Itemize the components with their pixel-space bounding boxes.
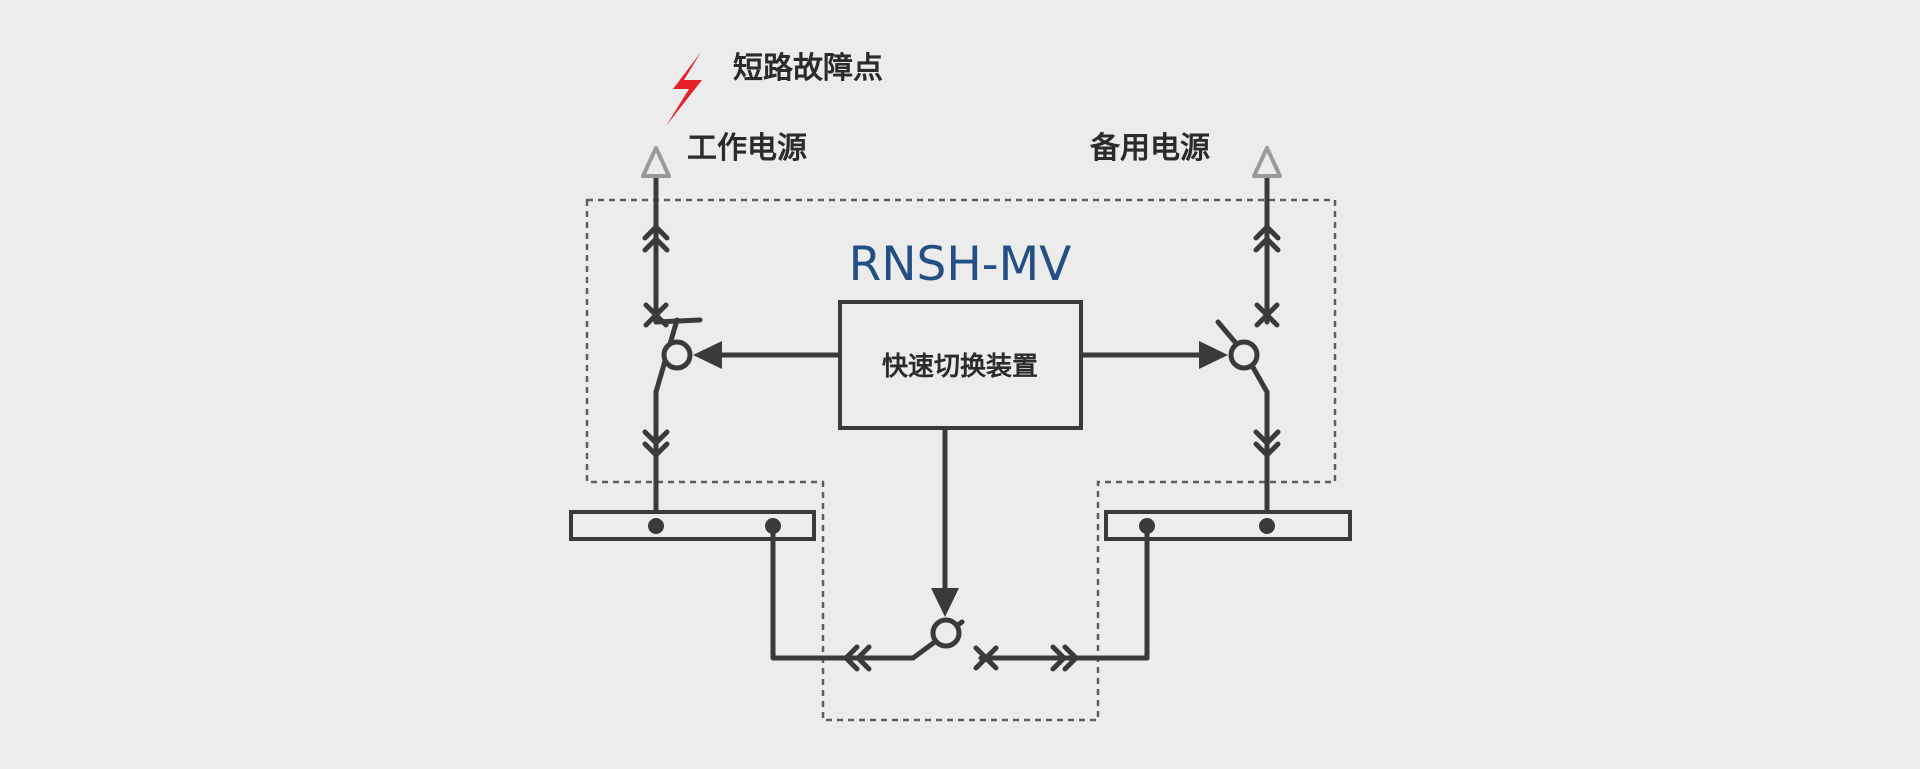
bus-tie-left-line (770, 523, 916, 661)
main-source-label: 工作电源 (687, 131, 807, 166)
right-withdrawable-contact-3 (1253, 429, 1281, 446)
control-lines (718, 352, 1203, 588)
right-breaker-icon (1228, 339, 1260, 371)
bus-tie-contact-4 (1062, 644, 1079, 672)
left-disconnector-x-b (643, 302, 669, 328)
bus-tie-breaker-icon (930, 617, 962, 649)
left-withdrawable-contact-4 (642, 441, 670, 458)
right-withdrawable-contact-1 (1253, 224, 1281, 241)
left-breaker-icon (661, 339, 693, 371)
left-withdrawable-contact-2 (642, 236, 670, 253)
backup-source-label: 备用电源 (1090, 131, 1210, 166)
bus-tie-contact-1 (843, 644, 860, 672)
controller-label: 快速切换装置 (882, 352, 1038, 382)
right-disconnector-x-b (1254, 302, 1280, 328)
system-name: RNSH-MV (849, 237, 1072, 292)
left-withdrawable-contact-1 (642, 224, 670, 241)
arrow-to-bus-tie-icon (931, 588, 959, 617)
bus-tie-contact-3 (1050, 644, 1067, 672)
bus-tie-disconnector-x-b (973, 645, 999, 671)
right-busbar-node-2 (1259, 518, 1275, 534)
left-busbar-node-1 (648, 518, 664, 534)
controller-box (838, 300, 1083, 430)
bus-tie (770, 523, 1150, 672)
bus-tie-contact-2 (855, 644, 872, 672)
dashed-enclosure (585, 198, 1337, 722)
arrow-to-left-breaker-icon (693, 341, 722, 369)
right-withdrawable-contact-2 (1253, 236, 1281, 253)
right-withdrawable-contact-4 (1253, 441, 1281, 458)
lightning-fault-icon (666, 52, 702, 126)
left-feeder (642, 173, 703, 531)
arrow-to-right-breaker-icon (1199, 341, 1228, 369)
left-withdrawable-contact-3 (642, 429, 670, 446)
backup-source-arrow-icon (1252, 146, 1282, 178)
main-source-arrow-icon (641, 146, 671, 178)
fault-point-label: 短路故障点 (733, 51, 883, 86)
